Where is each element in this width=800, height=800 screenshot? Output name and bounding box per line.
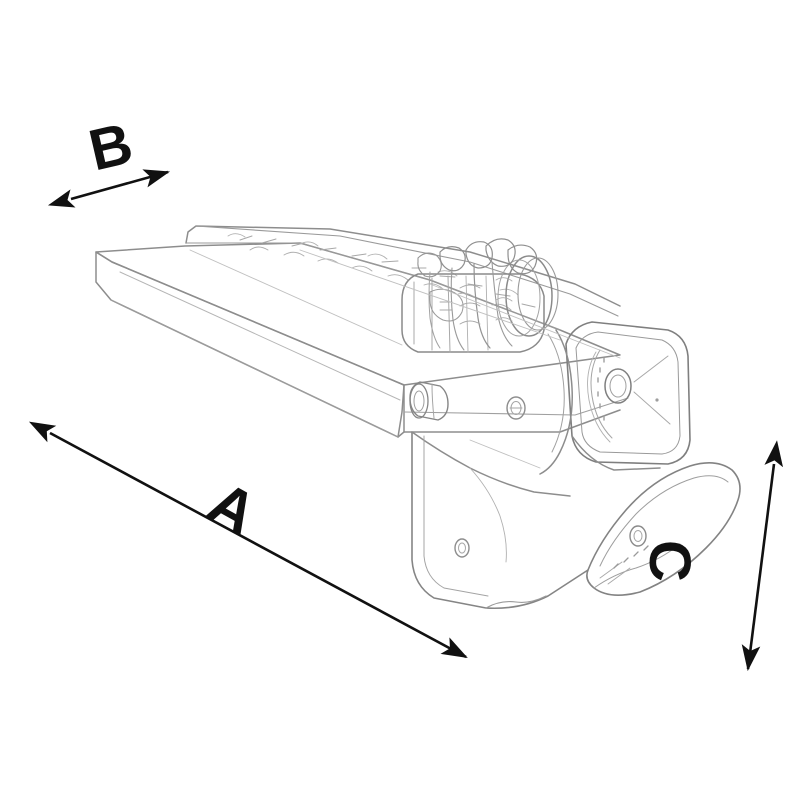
dimension-arrow-C	[741, 440, 784, 672]
dimension-arrows	[28, 169, 784, 672]
dimension-arrow-B	[47, 169, 171, 208]
dimension-label-C: C	[637, 540, 702, 582]
pivot-arm	[586, 462, 741, 596]
chain-assembly	[417, 238, 538, 351]
bolt-hole	[506, 396, 526, 420]
body-to-plate-transition	[539, 329, 661, 475]
pin-bushing	[409, 381, 449, 421]
dimension-arrow-A	[28, 421, 468, 659]
construction-lines	[189, 249, 621, 469]
rotor-drum	[401, 255, 559, 353]
mounting-bracket	[411, 431, 589, 610]
side-plate	[565, 321, 691, 465]
